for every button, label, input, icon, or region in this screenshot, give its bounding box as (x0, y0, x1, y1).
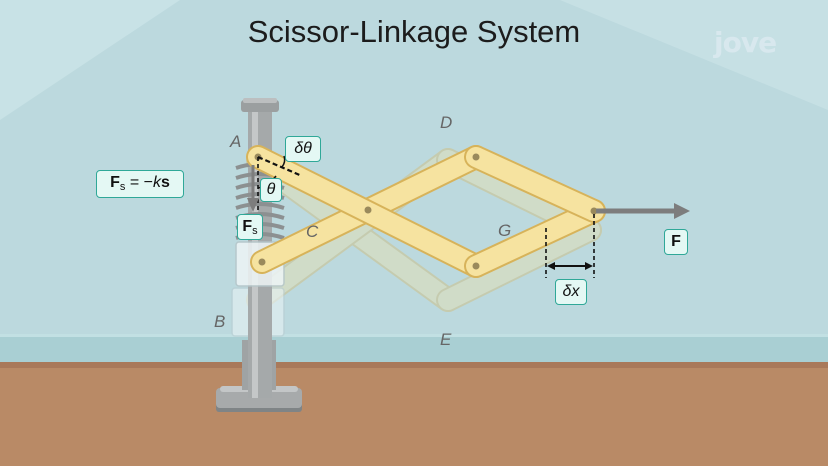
page-title: Scissor-Linkage System (247, 14, 581, 49)
point-label-d: D (440, 113, 453, 132)
pin-d (472, 153, 480, 161)
main-linkage (246, 145, 606, 278)
wall-light-reflection (0, 0, 180, 120)
fs-sub-text: s (252, 225, 258, 237)
ghost-link-e-x-fill (438, 220, 600, 310)
floor-shade (0, 362, 828, 368)
delta-theta-label: δθ (285, 136, 321, 162)
pin-x (590, 207, 598, 215)
point-label-c: C (306, 222, 319, 241)
point-label-a: A (230, 132, 242, 151)
jove-logo: jove (714, 26, 777, 59)
point-label-e: E (440, 330, 452, 349)
theta-label: θ (260, 178, 282, 202)
baseboard (0, 334, 828, 362)
spring-force-label: Fs (237, 214, 263, 240)
wall-light-reflection-right (560, 0, 828, 110)
theta-text: θ (266, 181, 276, 198)
pin-c-center (364, 206, 372, 214)
force-label: F (664, 229, 688, 255)
spring-eq-sub: s (119, 181, 126, 193)
baseboard-top-edge (0, 334, 828, 337)
spring-eq-f: F (110, 174, 120, 191)
point-label-b: B (214, 312, 226, 331)
spring-eq-rest: = − (125, 174, 153, 191)
point-label-g: G (498, 221, 512, 240)
spring-force-equation: Fs = −ks (96, 170, 184, 198)
link-e-x (466, 201, 604, 276)
post-cap-top (243, 98, 277, 103)
delta-x-text: δx (562, 283, 580, 300)
fs-text: F (242, 218, 253, 235)
link-d-x (466, 147, 604, 221)
spring-coil-5 (235, 202, 285, 210)
dx-arrow-right (585, 262, 593, 270)
pin-e (472, 262, 480, 270)
pin-b (258, 258, 266, 266)
floor (0, 362, 828, 466)
delta-theta-text: δθ (294, 140, 312, 157)
force-arrow-head (674, 203, 690, 219)
fs-arrow-head (247, 198, 259, 212)
dx-arrow-left (547, 262, 555, 270)
delta-x-label: δx (555, 279, 587, 305)
spring-eq-k: k (152, 174, 161, 191)
ghost-link-e-x (436, 218, 602, 312)
force-text: F (671, 233, 681, 250)
delta-theta-arc (281, 155, 286, 168)
spring-eq-s: s (160, 174, 170, 191)
